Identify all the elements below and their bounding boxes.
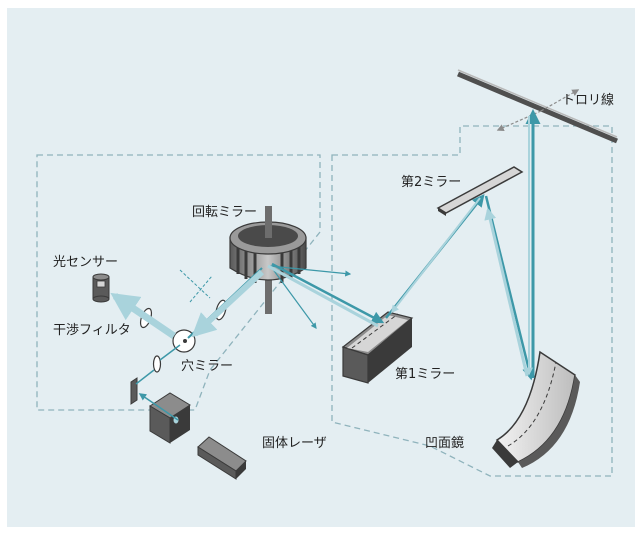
hole-mirror-label: 穴ミラー [181,359,233,374]
light-sensor [92,273,110,303]
left-unit-enclosure [36,154,321,411]
rotating-mirror [229,206,307,314]
solid-laser [197,436,247,480]
trolley-motion-arrow-2 [540,89,580,112]
second-mirror-label: 第2ミラー [401,175,461,190]
solid-laser-label: 固体レーザ [262,436,327,451]
rotating-mirror-label: 回転ミラー [192,205,257,220]
steering-mirror [130,377,138,405]
concave-mirror-label: 凹面鏡 [425,436,464,451]
interference-filter-label: 干渉フィルタ [53,323,131,338]
concave-mirror [492,350,580,468]
laser-housing [149,392,191,444]
trolley-wire-label: トロリ線 [562,92,614,108]
second-mirror [436,166,524,216]
light-sensor-label: 光センサー [53,255,118,270]
right-unit-enclosure [331,125,613,477]
trolley-wire [457,69,618,144]
first-mirror-label: 第1ミラー [395,367,455,382]
beam-paths [110,109,541,421]
first-mirror [341,311,414,384]
laser-lens [152,355,162,373]
